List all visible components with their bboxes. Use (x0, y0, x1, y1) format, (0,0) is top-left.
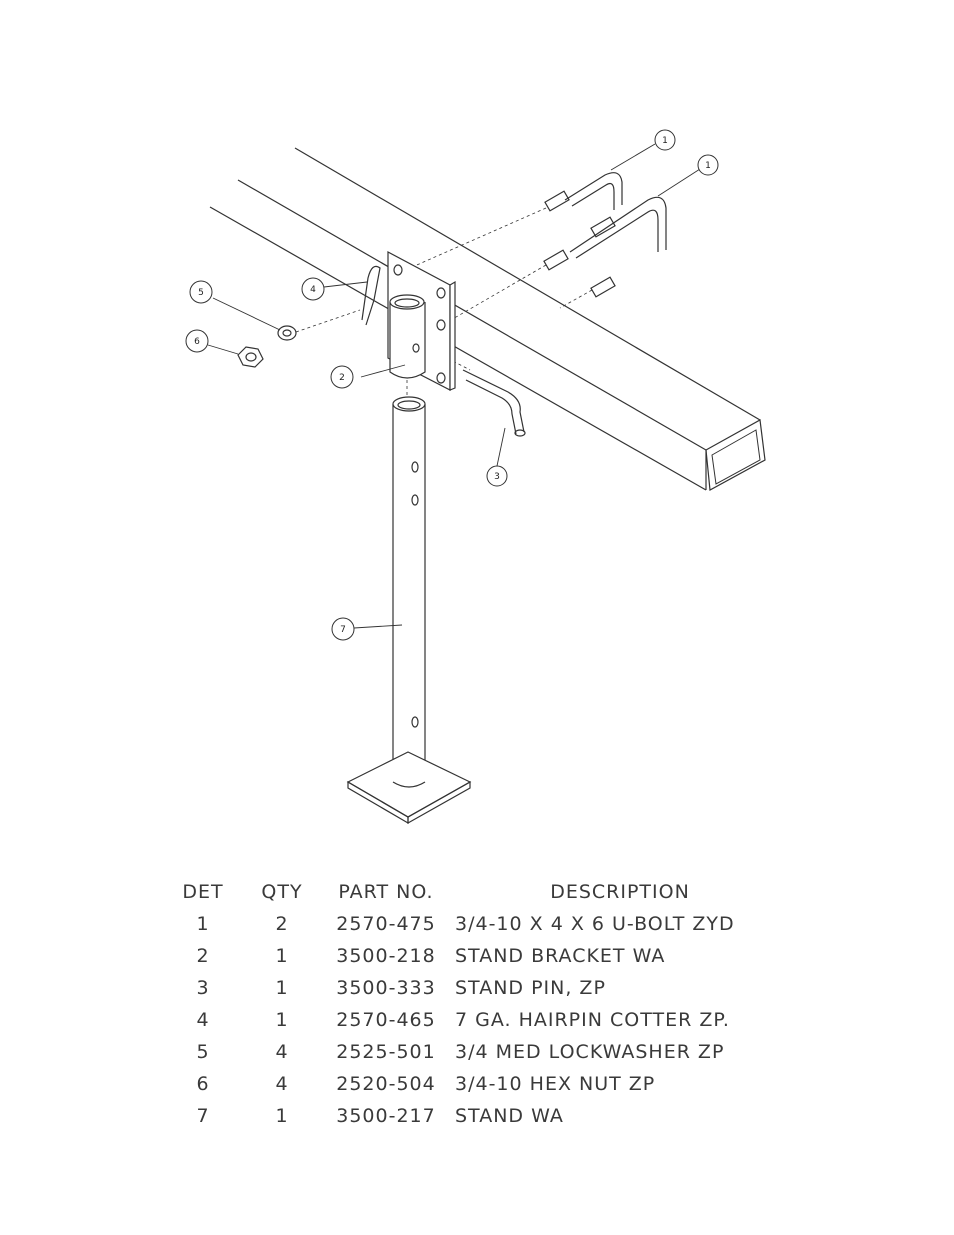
cell-part-no: 2570-465 (323, 1004, 449, 1036)
square-tube (210, 148, 765, 490)
svg-text:1: 1 (662, 136, 668, 146)
callout-1a: 1 (655, 130, 675, 150)
stand-tube (348, 397, 470, 823)
cell-det: 3 (165, 972, 241, 1004)
cell-det: 5 (165, 1036, 241, 1068)
cell-description: 7 GA. HAIRPIN COTTER ZP. (449, 1004, 785, 1036)
callout-1b: 1 (698, 155, 718, 175)
cell-qty: 2 (241, 908, 323, 940)
cell-description: STAND WA (449, 1100, 785, 1132)
cell-description: 3/4-10 HEX NUT ZP (449, 1068, 785, 1100)
svg-text:1: 1 (705, 161, 711, 171)
table-row: 1 2 2570-475 3/4-10 X 4 X 6 U-BOLT ZYD (165, 908, 785, 940)
svg-text:7: 7 (340, 625, 346, 635)
stand-bracket (388, 252, 455, 390)
cell-qty: 4 (241, 1068, 323, 1100)
cell-description: STAND PIN, ZP (449, 972, 785, 1004)
cell-qty: 1 (241, 1100, 323, 1132)
cell-det: 1 (165, 908, 241, 940)
cell-qty: 1 (241, 972, 323, 1004)
exploded-assembly-drawing: 1 1 2 3 4 5 6 7 (0, 0, 954, 860)
u-bolt-front (544, 197, 666, 296)
callout-6: 6 (186, 330, 208, 352)
header-qty: QTY (241, 876, 323, 908)
cell-qty: 4 (241, 1036, 323, 1068)
cell-part-no: 2520-504 (323, 1068, 449, 1100)
hex-nut (238, 347, 263, 367)
cell-part-no: 3500-333 (323, 972, 449, 1004)
cell-part-no: 3500-218 (323, 940, 449, 972)
callout-2: 2 (331, 366, 353, 388)
cell-part-no: 2525-501 (323, 1036, 449, 1068)
lockwasher (278, 326, 296, 340)
cell-description: STAND BRACKET WA (449, 940, 785, 972)
svg-text:3: 3 (494, 472, 500, 482)
callout-7: 7 (332, 618, 354, 640)
cell-det: 4 (165, 1004, 241, 1036)
table-row: 3 1 3500-333 STAND PIN, ZP (165, 972, 785, 1004)
cell-part-no: 3500-217 (323, 1100, 449, 1132)
callout-4: 4 (302, 278, 324, 300)
cell-part-no: 2570-475 (323, 908, 449, 940)
table-row: 5 4 2525-501 3/4 MED LOCKWASHER ZP (165, 1036, 785, 1068)
cell-det: 6 (165, 1068, 241, 1100)
cell-qty: 1 (241, 940, 323, 972)
header-description: DESCRIPTION (449, 876, 785, 908)
cell-det: 2 (165, 940, 241, 972)
svg-text:6: 6 (194, 337, 200, 347)
svg-text:4: 4 (310, 285, 316, 295)
svg-text:5: 5 (198, 288, 204, 298)
cell-description: 3/4 MED LOCKWASHER ZP (449, 1036, 785, 1068)
cell-det: 7 (165, 1100, 241, 1132)
table-row: 7 1 3500-217 STAND WA (165, 1100, 785, 1132)
svg-text:2: 2 (339, 373, 345, 383)
u-bolt-rear (545, 173, 622, 237)
table-row: 2 1 3500-218 STAND BRACKET WA (165, 940, 785, 972)
parts-list-table: DET QTY PART NO. DESCRIPTION 1 2 2570-47… (165, 876, 785, 1132)
cell-description: 3/4-10 X 4 X 6 U-BOLT ZYD (449, 908, 785, 940)
cell-qty: 1 (241, 1004, 323, 1036)
table-header-row: DET QTY PART NO. DESCRIPTION (165, 876, 785, 908)
callout-5: 5 (190, 281, 212, 303)
table-row: 4 1 2570-465 7 GA. HAIRPIN COTTER ZP. (165, 1004, 785, 1036)
header-det: DET (165, 876, 241, 908)
callout-3: 3 (487, 466, 507, 486)
table-row: 6 4 2520-504 3/4-10 HEX NUT ZP (165, 1068, 785, 1100)
header-part-no: PART NO. (323, 876, 449, 908)
stand-pin (463, 370, 525, 436)
